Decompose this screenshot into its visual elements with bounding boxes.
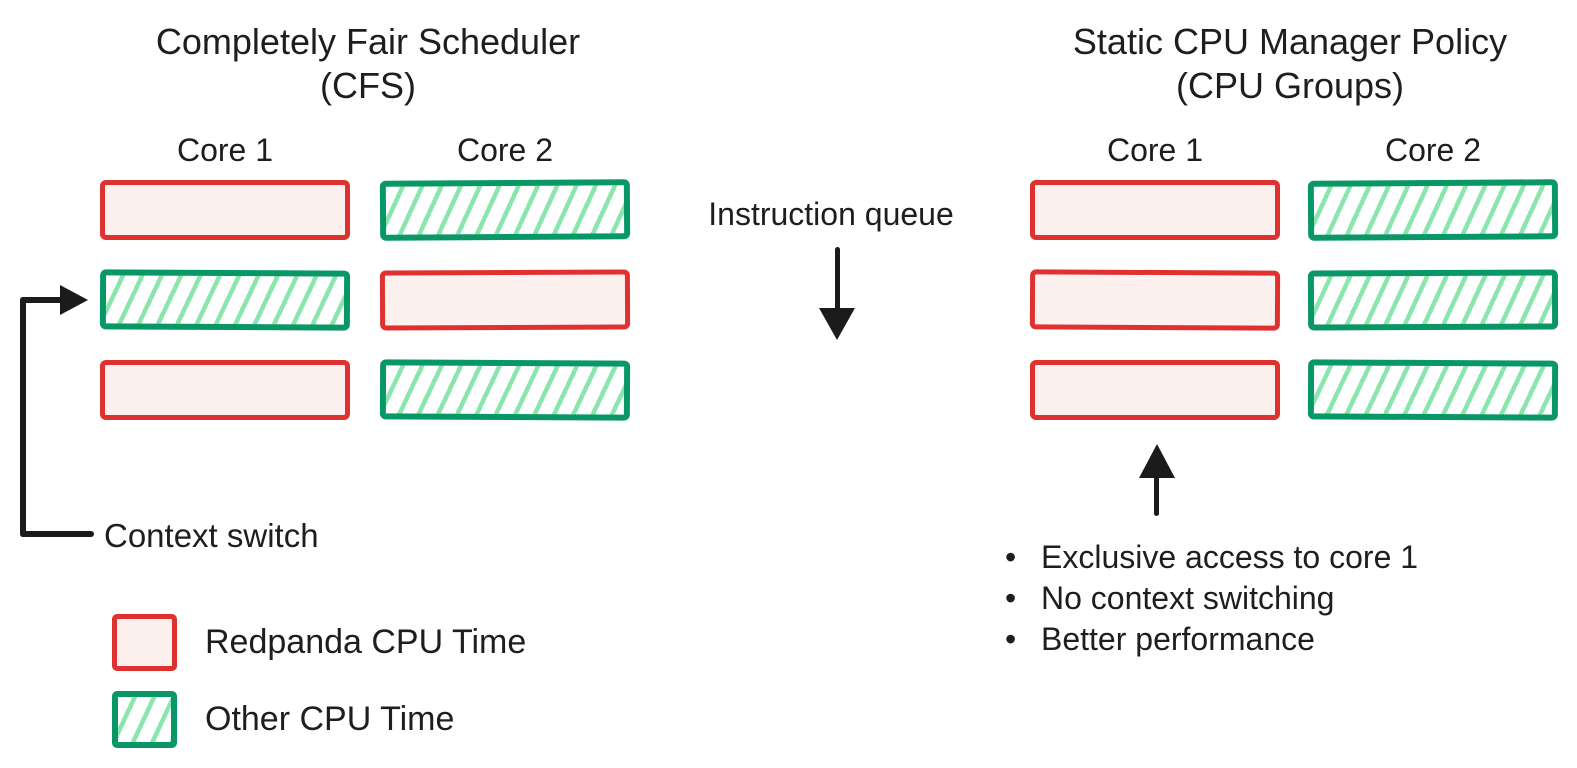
cfs-core-grid xyxy=(99,179,631,421)
cfs-title: Completely Fair Scheduler (CFS) xyxy=(155,21,581,106)
bullet-text: Exclusive access to core 1 xyxy=(1041,539,1419,575)
redpanda-cpu-time-block xyxy=(379,269,631,331)
context-switch-arrow-head xyxy=(60,285,88,315)
legend-item-other: Other CPU Time xyxy=(112,691,454,748)
bullet-item-no-context-switching: • No context switching xyxy=(1005,578,1418,619)
other-cpu-time-block xyxy=(1307,269,1559,331)
bullet-dot: • xyxy=(1005,580,1017,616)
bullet-item-better-performance: • Better performance xyxy=(1005,619,1418,660)
cfs-core2-header: Core 2 xyxy=(456,132,554,168)
bullet-dot: • xyxy=(1005,539,1017,575)
bullet-text: Better performance xyxy=(1041,621,1315,657)
static-policy-title-line1: Static CPU Manager Policy xyxy=(1072,21,1508,62)
other-cpu-time-block xyxy=(379,179,631,241)
cfs-core1-header: Core 1 xyxy=(176,132,274,168)
context-switch-arrow-top-segment xyxy=(20,297,64,303)
exclusive-core-arrow-line xyxy=(1154,476,1159,516)
redpanda-cpu-time-block xyxy=(1030,180,1280,240)
static-core1-header: Core 1 xyxy=(1106,132,1204,168)
static-core-grid xyxy=(1029,179,1559,421)
other-cpu-time-block xyxy=(99,269,351,331)
instruction-queue-arrow-head xyxy=(819,308,855,340)
static-policy-bullets: • Exclusive access to core 1 • No contex… xyxy=(1005,537,1418,660)
redpanda-legend-label: Redpanda CPU Time xyxy=(205,623,527,661)
other-legend-swatch xyxy=(112,691,177,748)
other-cpu-time-block xyxy=(1307,179,1559,241)
exclusive-core-arrow-head xyxy=(1139,444,1175,478)
redpanda-legend-swatch xyxy=(112,614,177,671)
instruction-queue-arrow-line xyxy=(835,247,840,313)
bullet-item-exclusive-access: • Exclusive access to core 1 xyxy=(1005,537,1418,578)
other-cpu-time-block xyxy=(1307,359,1559,421)
context-switch-label: Context switch xyxy=(104,517,319,554)
redpanda-cpu-time-block xyxy=(100,360,350,420)
other-legend-label: Other CPU Time xyxy=(205,700,455,738)
redpanda-cpu-time-block xyxy=(1029,269,1281,331)
static-policy-title-line2: (CPU Groups) xyxy=(1175,65,1405,106)
legend-item-redpanda: Redpanda CPU Time xyxy=(112,614,526,671)
instruction-queue-label: Instruction queue xyxy=(708,196,954,232)
bullet-text: No context switching xyxy=(1041,580,1335,616)
other-cpu-time-block xyxy=(379,359,631,421)
redpanda-cpu-time-block xyxy=(100,180,350,240)
context-switch-arrow-bottom-segment xyxy=(20,531,94,537)
static-policy-title: Static CPU Manager Policy (CPU Groups) xyxy=(1035,20,1545,108)
redpanda-cpu-time-block xyxy=(1030,360,1280,420)
static-core2-header: Core 2 xyxy=(1384,132,1482,168)
context-switch-arrow-vertical-segment xyxy=(20,297,26,537)
bullet-dot: • xyxy=(1005,621,1017,657)
